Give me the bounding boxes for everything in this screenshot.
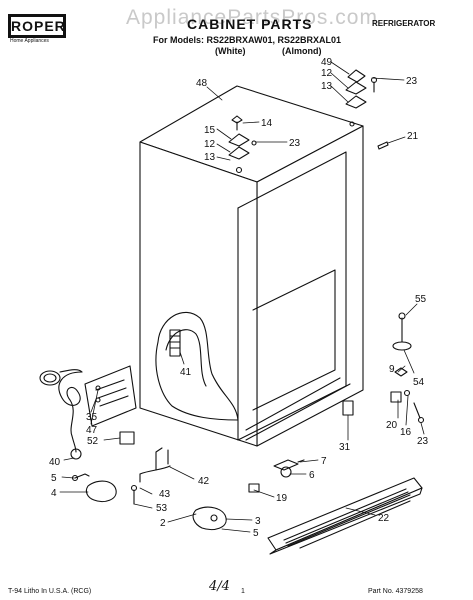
diagram-title: CABINET PARTS xyxy=(187,16,313,32)
callout-14: 14 xyxy=(261,118,273,129)
leader-lines xyxy=(59,61,425,533)
right-hardware xyxy=(342,312,425,424)
callout-5-right: 5 xyxy=(253,528,259,539)
callout-2: 2 xyxy=(160,518,166,529)
category-label: REFRIGERATOR xyxy=(372,19,436,28)
footer-part-number: Part No. 4379258 xyxy=(368,588,423,595)
variant-almond: (Almond) xyxy=(282,46,322,56)
callout-22: 22 xyxy=(378,513,390,524)
callout-43: 43 xyxy=(159,489,171,500)
callout-9: 9 xyxy=(389,364,395,375)
callout-23-bottom: 23 xyxy=(417,436,429,447)
footer-print-info: T-94 Litho In U.S.A. (RCG) xyxy=(8,588,92,595)
callout-13-left: 13 xyxy=(204,152,216,163)
callout-numbers: 48 49 12 13 23 14 15 12 13 23 21 55 41 9… xyxy=(49,57,429,539)
callout-35: 35 xyxy=(86,412,98,423)
callout-54: 54 xyxy=(413,377,425,388)
bottom-left-parts xyxy=(71,447,227,531)
callout-52: 52 xyxy=(87,436,99,447)
callout-48: 48 xyxy=(196,78,208,89)
callout-21: 21 xyxy=(407,131,419,142)
watermark: AppliancePartsPros.com xyxy=(126,6,378,29)
footer-page-number: 1 xyxy=(241,588,245,595)
top-hinge-right xyxy=(345,69,389,150)
callout-55: 55 xyxy=(415,294,427,305)
callout-47: 47 xyxy=(86,425,98,436)
base-grille xyxy=(267,477,423,555)
handwritten-note: 4/4 xyxy=(209,579,230,594)
callout-42: 42 xyxy=(198,476,210,487)
callout-23-mid: 23 xyxy=(289,138,301,149)
electrical-bracket xyxy=(39,365,137,460)
callout-13-right: 13 xyxy=(321,81,333,92)
callout-4: 4 xyxy=(51,488,57,499)
callout-6: 6 xyxy=(309,470,315,481)
callout-41: 41 xyxy=(180,367,192,378)
callout-12-right: 12 xyxy=(321,68,333,79)
brand-subtitle: Home Appliances xyxy=(10,38,49,44)
variant-white: (White) xyxy=(215,46,246,56)
callout-16: 16 xyxy=(400,427,412,438)
callout-23-top: 23 xyxy=(406,76,418,87)
callout-20: 20 xyxy=(386,420,398,431)
models-line: For Models: RS22BRXAW01, RS22BRXAL01 xyxy=(153,35,342,45)
callout-5-left: 5 xyxy=(51,473,57,484)
callout-12-left: 12 xyxy=(204,139,216,150)
roller-brackets xyxy=(248,459,305,493)
callout-49: 49 xyxy=(321,57,333,68)
callout-15: 15 xyxy=(204,125,216,136)
callout-7-upper: 7 xyxy=(321,456,327,467)
callout-53: 53 xyxy=(156,503,168,514)
callout-19: 19 xyxy=(276,493,288,504)
cabinet-shell xyxy=(139,85,364,447)
callout-40: 40 xyxy=(49,457,61,468)
callout-3: 3 xyxy=(255,516,261,527)
top-hinge-left xyxy=(228,115,257,174)
brand-logo: ROPER xyxy=(8,14,66,38)
callout-31: 31 xyxy=(339,442,351,453)
